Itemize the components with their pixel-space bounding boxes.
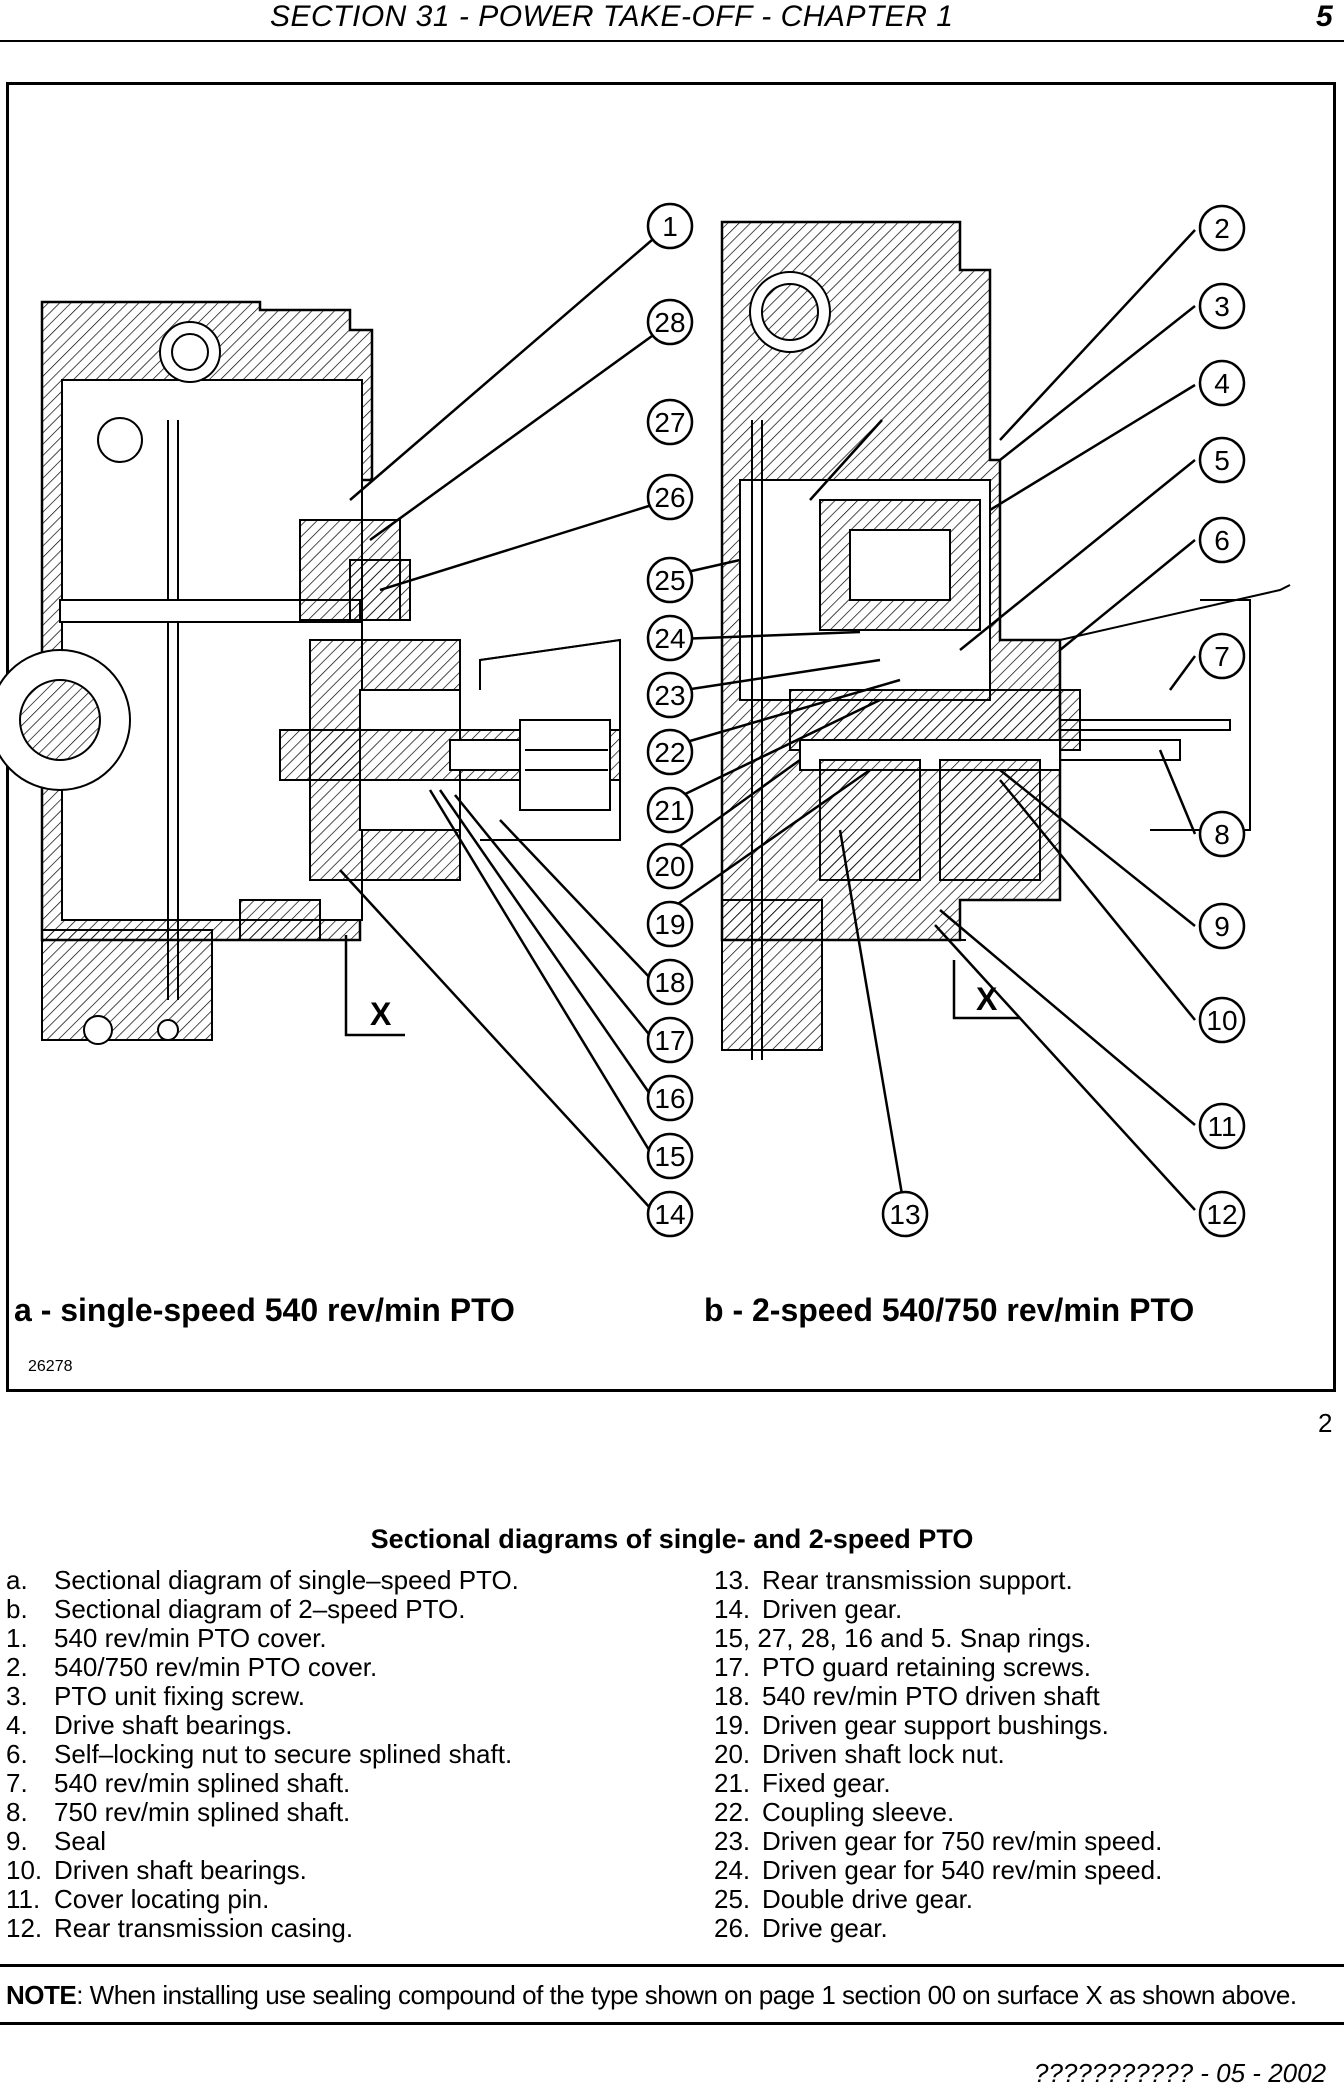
section-header-title: SECTION 31 - POWER TAKE-OFF - CHAPTER 1	[270, 0, 954, 33]
legend-item: 20.Driven shaft lock nut.	[714, 1739, 1005, 1769]
callout-3: 3	[1214, 291, 1230, 322]
legend-item: 15, 27, 28, 16 and 5. Snap rings.	[714, 1623, 1092, 1653]
callout-1: 1	[662, 211, 678, 242]
callout-2: 2	[1214, 213, 1230, 244]
two-speed-drawing	[720, 220, 1291, 1060]
legend-title: Sectional diagrams of single- and 2-spee…	[370, 1524, 974, 1554]
legend-left-column: a.Sectional diagram of single–speed PTO.…	[6, 1566, 519, 1943]
callout-4: 4	[1214, 368, 1230, 399]
callout-14: 14	[654, 1199, 685, 1230]
legend-item: a.Sectional diagram of single–speed PTO.	[6, 1565, 519, 1595]
header-rule	[0, 40, 1344, 42]
callout-7: 7	[1214, 641, 1230, 672]
legend-item: 26.Drive gear.	[714, 1913, 888, 1943]
note-top-rule	[0, 1964, 1344, 1967]
legend-item: 13.Rear transmission support.	[714, 1565, 1073, 1595]
callout-11: 11	[1207, 1111, 1236, 1142]
callout-13: 13	[889, 1199, 920, 1230]
callout-labels: 1 28 26 25 24 23 22 21 20 19 18 17 16 15…	[646, 202, 1246, 1238]
legend-item: 18.540 rev/min PTO driven shaft	[714, 1681, 1100, 1711]
legend-right-column: 13.Rear transmission support. 14.Driven …	[714, 1566, 1162, 1943]
callout-26: 26	[654, 482, 685, 513]
callout-6: 6	[1214, 525, 1230, 556]
legend-item: 1.540 rev/min PTO cover.	[6, 1623, 327, 1653]
legend-item: 6.Self–locking nut to secure splined sha…	[6, 1739, 513, 1769]
legend-item: 21.Fixed gear.	[714, 1768, 891, 1798]
legend-item: 19.Driven gear support bushings.	[714, 1710, 1109, 1740]
legend-item: b.Sectional diagram of 2–speed PTO.	[6, 1594, 466, 1624]
callout-23: 23	[654, 680, 685, 711]
callout-22: 22	[654, 737, 685, 768]
legend-item: 8.750 rev/min splined shaft.	[6, 1797, 351, 1827]
callout-8: 8	[1214, 819, 1230, 850]
page-number: 5	[1316, 0, 1333, 33]
surface-x-label-a: X	[370, 996, 392, 1032]
figure-number: 2	[1318, 1408, 1333, 1438]
single-speed-drawing	[0, 300, 621, 1045]
callout-25: 25	[654, 565, 685, 596]
note-label: NOTE	[6, 1980, 77, 2010]
caption-two-speed: b - 2-speed 540/750 rev/min PTO	[704, 1292, 1195, 1328]
legend-item: 25.Double drive gear.	[714, 1884, 974, 1914]
callout-15: 15	[654, 1141, 685, 1172]
legend-item: 14.Driven gear.	[714, 1594, 903, 1624]
figure-id: 26278	[28, 1358, 73, 1375]
note-bottom-rule	[0, 2022, 1344, 2025]
callout-20: 20	[654, 851, 685, 882]
callout-5: 5	[1214, 445, 1230, 476]
legend-item: 23.Driven gear for 750 rev/min speed.	[714, 1826, 1163, 1856]
callout-10: 10	[1206, 1005, 1237, 1036]
legend-item: 4.Drive shaft bearings.	[6, 1710, 293, 1740]
legend-item: 2.540/750 rev/min PTO cover.	[6, 1652, 378, 1682]
footer-code: ??????????? - 05 - 2002	[1034, 2058, 1327, 2088]
callout-24: 24	[654, 623, 685, 654]
legend-item: 9.Seal	[6, 1826, 107, 1856]
legend-item: 17.PTO guard retaining screws.	[714, 1652, 1091, 1682]
callout-17: 17	[654, 1025, 685, 1056]
callout-28: 28	[654, 307, 685, 338]
legend-item: 3.PTO unit fixing screw.	[6, 1681, 305, 1711]
leader-lines	[339, 229, 1197, 1213]
pto-sectional-drawing: X X	[0, 202, 1291, 1238]
callout-16: 16	[654, 1083, 685, 1114]
legend-item: 22.Coupling sleeve.	[714, 1797, 955, 1827]
callout-9: 9	[1214, 911, 1230, 942]
legend-item: 24.Driven gear for 540 rev/min speed.	[714, 1855, 1163, 1885]
legend-item: 11.Cover locating pin.	[6, 1884, 270, 1914]
legend-item: 7.540 rev/min splined shaft.	[6, 1768, 351, 1798]
surface-x-label-b: X	[976, 981, 998, 1017]
callout-12: 12	[1206, 1199, 1237, 1230]
callout-21: 21	[654, 795, 685, 826]
callout-27: 27	[654, 407, 685, 438]
legend-item: 10.Driven shaft bearings.	[6, 1855, 307, 1885]
legend-item: 12.Rear transmission casing.	[6, 1913, 354, 1943]
callout-18: 18	[654, 967, 685, 998]
caption-single-speed: a - single-speed 540 rev/min PTO	[14, 1292, 515, 1328]
callout-19: 19	[654, 909, 685, 940]
installation-note: NOTE: When installing use sealing compou…	[6, 1980, 1297, 2011]
note-text: : When installing use sealing compound o…	[76, 1980, 1297, 2010]
